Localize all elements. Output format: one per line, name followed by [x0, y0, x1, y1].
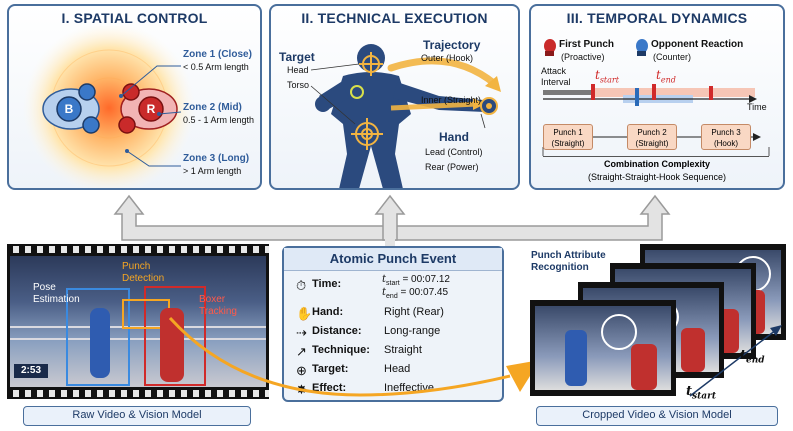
atomic-punch-event-card: Atomic Punch Event ⏱ Time: tstart = 00:0…	[282, 246, 504, 402]
opponent-sub: (Counter)	[653, 52, 692, 62]
event-time-row: ⏱ Time: tstart = 00:07.12 tend = 00:07.4…	[296, 274, 450, 300]
hand-title: Hand	[439, 130, 469, 144]
punch-3-box: Punch 3(Hook)	[701, 124, 751, 150]
spatial-zones-diagram: B R	[23, 26, 195, 188]
time-axis-label: Time	[747, 102, 767, 112]
t-end-marker	[652, 84, 656, 100]
event-technique-row: ↗ Technique:Straight	[296, 344, 422, 359]
attack-interval-label: Attack Interval	[541, 66, 571, 87]
opponent-title: Opponent Reaction	[651, 39, 744, 50]
technique-arrow-icon: ↗	[296, 344, 307, 359]
event-distance-row: ⇢ Distance:Long-range	[296, 325, 441, 340]
punch-attribute-recognition-label: Punch Attribute Recognition	[531, 250, 606, 273]
zone3-title: Zone 3 (Long)	[183, 153, 250, 164]
scoreboard: 2:53	[14, 364, 48, 378]
cropped-video-caption: Cropped Video & Vision Model	[536, 406, 778, 426]
blue-boxer-label: B	[65, 102, 74, 116]
punch-2-box: Punch 2(Straight)	[627, 124, 677, 150]
event-hand-row: ✋ Hand:Right (Rear)	[296, 306, 444, 321]
target-head: Head	[287, 65, 309, 75]
crosshair-icon: ⊕	[296, 363, 307, 378]
distance-icon: ⇢	[296, 325, 307, 340]
boxer-figure	[310, 44, 501, 188]
zone1-desc: < 0.5 Arm length	[183, 62, 249, 72]
red-boxer-icon	[118, 83, 178, 134]
raw-video-caption: Raw Video & Vision Model	[23, 406, 251, 426]
first-punch-sub: (Proactive)	[561, 52, 605, 62]
red-glove-icon	[544, 39, 556, 56]
right-t-start-label: tstart	[686, 384, 716, 402]
target-title: Target	[279, 50, 315, 64]
t-start-label: tstart	[595, 68, 619, 85]
pose-estimation-label: Pose Estimation	[33, 282, 80, 305]
trajectory-outer: Outer (Hook)	[421, 53, 474, 63]
event-target-row: ⊕ Target:Head	[296, 363, 411, 378]
zone3-desc: > 1 Arm length	[183, 166, 242, 176]
pose-box	[66, 288, 130, 386]
right-t-end-label: tend	[740, 348, 765, 366]
zone2-title: Zone 2 (Mid)	[183, 102, 242, 113]
blue-boxer-icon	[42, 83, 100, 134]
technical-execution-panel: II. TECHNICAL EXECUTION Target	[269, 4, 520, 190]
hand-lead: Lead (Control)	[425, 147, 483, 157]
torso-target-icon	[351, 118, 383, 150]
trajectory-inner: Inner (Straight)	[421, 95, 482, 105]
raw-video-filmstrip: 2:53 Pose Estimation Punch Detection Box…	[7, 244, 269, 399]
zone2-desc: 0.5 - 1 Arm length	[183, 115, 255, 125]
event-title: Atomic Punch Event	[284, 248, 502, 271]
target-torso: Torso	[287, 80, 310, 90]
boxer-tracking-box	[144, 286, 206, 386]
panel-title: III. TEMPORAL DYNAMICS	[566, 10, 748, 26]
trajectory-title: Trajectory	[423, 38, 481, 52]
punch-detection-label: Punch Detection	[122, 261, 165, 284]
temporal-dynamics-panel: III. TEMPORAL DYNAMICS First Punch (Proa…	[529, 4, 785, 190]
t-end-label: tend	[656, 68, 676, 85]
red-boxer-label: R	[147, 102, 156, 116]
stopwatch-icon: ⏱	[296, 278, 307, 293]
inner-trajectory-arrow	[390, 101, 478, 111]
outer-trajectory-arrow	[387, 57, 499, 88]
punch-1-box: Punch 1(Straight)	[543, 124, 593, 150]
blue-glove-icon	[636, 39, 648, 56]
panel-title: I. SPATIAL CONTROL	[61, 10, 208, 26]
hand-icon: ✋	[296, 306, 313, 321]
complexity-title: Combination Complexity	[603, 159, 710, 169]
t-start-marker	[591, 84, 595, 100]
first-punch-title: First Punch	[559, 39, 615, 50]
zone1-title: Zone 1 (Close)	[183, 49, 252, 60]
complexity-sub: (Straight-Straight-Hook Sequence)	[587, 172, 727, 182]
raw-video-frame: 2:53	[10, 256, 266, 387]
hand-rear: Rear (Power)	[425, 162, 479, 172]
cropped-frame-1	[530, 300, 676, 396]
head-target-icon	[359, 52, 383, 76]
panel-title: II. TECHNICAL EXECUTION	[301, 10, 488, 26]
spatial-control-panel: I. SPATIAL CONTROL B R	[7, 4, 262, 190]
boxer-tracking-label: Boxer Tracking	[199, 294, 237, 317]
